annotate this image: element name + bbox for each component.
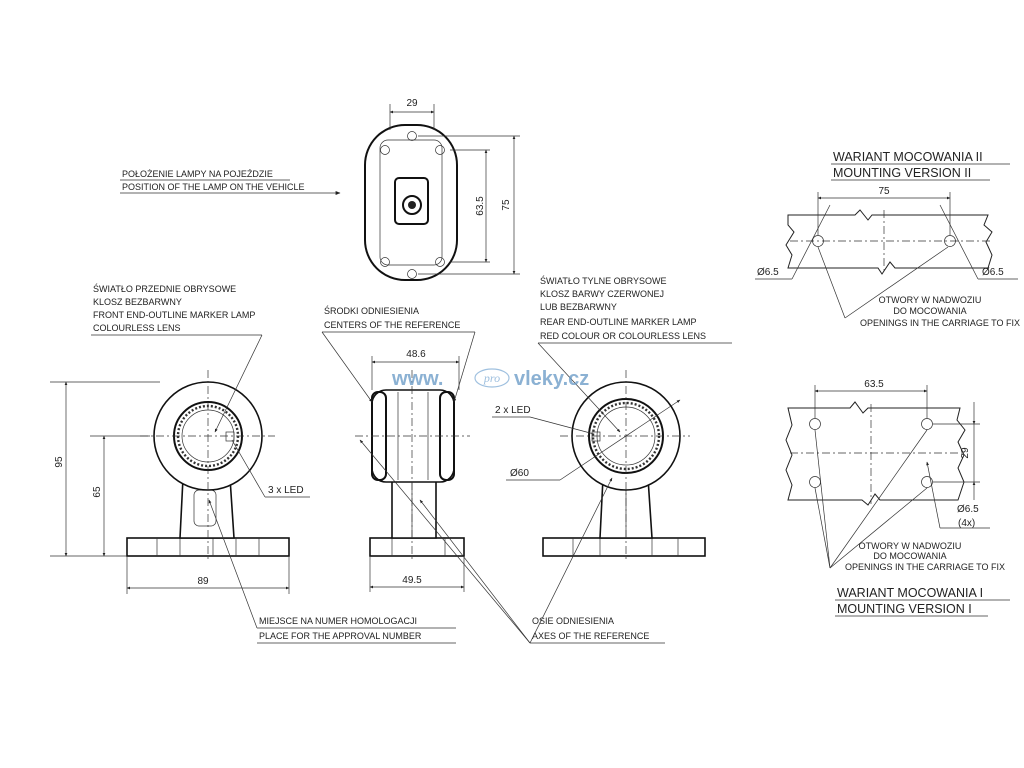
approval-label-pl: MIEJSCE NA NUMER HOMOLOGACJI [259,616,417,626]
mv1-hole-3 [809,476,821,488]
front-dim-base-width: 89 [197,576,209,587]
rear-label-en-2: RED COLOUR OR COLOURLESS LENS [540,331,706,341]
centers-label-en: CENTERS OF THE REFERENCE [324,320,460,330]
rear-lamp-view: 2 x LED Ø60 ŚWIATŁO TYLNE OBRYSOWE KLOSZ… [492,275,732,560]
axes-label-en: AXES OF THE REFERENCE [532,631,649,641]
side-dim-top: 48.6 [406,349,426,360]
top-hole-3 [380,257,390,267]
axes-label-pl: OSIE ODNIESIENIA [532,616,614,626]
approval-label-en: PLACE FOR THE APPROVAL NUMBER [259,631,422,641]
rear-base [542,537,706,557]
mv1-dim-spacing: 63.5 [864,379,884,390]
mounting-version-ii: WARIANT MOCOWANIA II MOUNTING VERSION II… [755,150,1020,328]
front-label-pl-2: KLOSZ BEZBARWNY [93,297,182,307]
mv1-title-en: MOUNTING VERSION I [837,602,972,616]
mv1-hole-2 [921,418,933,430]
front-label-en-1: FRONT END-OUTLINE MARKER LAMP [93,310,255,320]
watermark-pro: pro [483,371,500,385]
bottom-labels: MIEJSCE NA NUMER HOMOLOGACJI PLACE FOR T… [208,439,665,644]
rear-label-pl-1: ŚWIATŁO TYLNE OBRYSOWE [540,275,667,286]
rear-led-marker [591,431,601,442]
front-lamp-view: 95 65 89 3 x LED ŚWIATŁO PRZEDNIE OBRYSO… [50,283,310,594]
side-lamp-view: 48.6 49.5 ŚRODKI ODNIESIENIA CENTERS OF … [321,305,476,592]
top-plate-outline [364,124,458,281]
top-dim-width: 29 [406,98,418,109]
front-dim-total-height: 95 [54,456,65,468]
mv2-title-pl: WARIANT MOCOWANIA II [833,150,983,164]
top-hole-top [407,131,417,141]
position-label-pl: POŁOŻENIE LAMPY NA POJEŹDZIE [122,169,273,179]
mv2-title-en: MOUNTING VERSION II [833,166,971,180]
mv2-openings-pl-2: DO MOCOWANIA [893,306,966,316]
top-dim-hole-spacing: 63.5 [475,196,486,216]
rear-led-label: 2 x LED [495,405,531,416]
rear-label-en-1: REAR END-OUTLINE MARKER LAMP [540,317,697,327]
mv2-openings-en: OPENINGS IN THE CARRIAGE TO FIX [860,318,1020,328]
top-plate-inner [379,139,443,266]
top-hole-bottom [407,269,417,279]
top-hole-1 [380,145,390,155]
top-stem-hole [402,195,422,215]
mv1-openings-en: OPENINGS IN THE CARRIAGE TO FIX [845,562,1005,572]
top-dim-height: 75 [501,199,512,211]
mv1-openings-pl-2: DO MOCOWANIA [873,551,946,561]
side-dim-base: 49.5 [402,575,422,586]
mv2-hole-right-label: Ø6.5 [982,267,1004,278]
top-hole-4 [435,257,445,267]
front-label-en-2: COLOURLESS LENS [93,323,181,333]
mv1-hole-label: Ø6.5 [957,504,979,515]
front-led-label: 3 x LED [268,485,304,496]
watermark-brand: vleky.cz [514,368,589,390]
mv2-openings-pl-1: OTWORY W NADWOZIU [879,295,982,305]
front-dim-axis-height: 65 [92,486,103,498]
rear-label-pl-2: KLOSZ BARWY CZERWONEJ [540,289,664,299]
rear-dim-diameter: Ø60 [510,468,529,479]
mv1-hole-1 [809,418,821,430]
watermark: www. pro vleky.cz [391,368,589,390]
top-hole-2 [435,145,445,155]
rear-label-pl-3: LUB BEZBARWNY [540,302,617,312]
position-label-en: POSITION OF THE LAMP ON THE VEHICLE [122,182,305,192]
top-stem-box [394,177,429,225]
front-label-pl-1: ŚWIATŁO PRZEDNIE OBRYSOWE [93,283,236,294]
mv1-dim-vertical: 29 [960,447,971,459]
mv1-plate [785,401,966,506]
mv1-hole-count: (4x) [958,518,975,529]
mounting-version-i: 63.5 29 Ø6.5 (4x) OTWORY W NADWOZIU DO M… [785,379,1010,617]
mv1-title-pl: WARIANT MOCOWANIA I [837,586,983,600]
mv1-openings-pl-1: OTWORY W NADWOZIU [859,541,962,551]
top-view: 29 63.5 75 POŁOŻENIE LAMPY NA POJEŹDZIE … [120,98,520,281]
mv2-dim-spacing: 75 [878,186,890,197]
watermark-prefix: www. [391,368,443,390]
front-led-marker [225,431,235,442]
mv1-hole-4 [921,476,933,488]
mv2-hole-left-label: Ø6.5 [757,267,779,278]
top-stem-dot [408,201,416,209]
centers-label-pl: ŚRODKI ODNIESIENIA [324,305,419,316]
mv2-plate [785,209,993,275]
